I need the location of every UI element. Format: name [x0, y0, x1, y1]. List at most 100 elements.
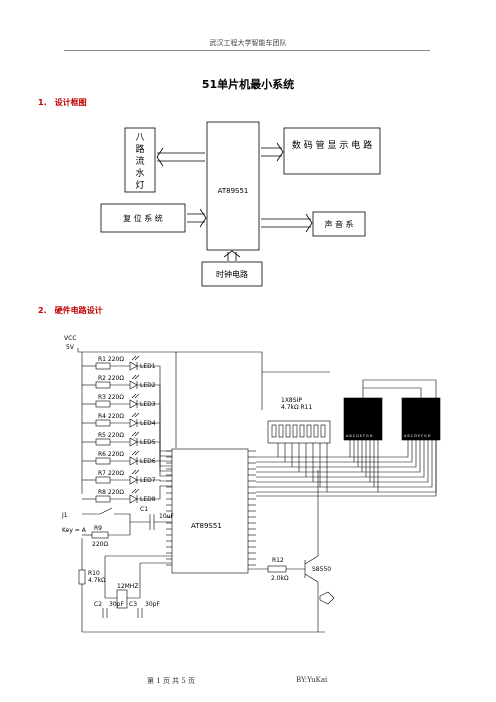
r10-value: 4.7kΩ: [88, 577, 106, 584]
r10-resistor: [78, 569, 86, 585]
data-bus-line-2: [374, 440, 433, 488]
led-diode: [129, 418, 138, 428]
c2-capacitor: [102, 608, 108, 618]
led-label: LED6: [140, 458, 156, 465]
led-diode: [129, 456, 138, 466]
c1-label: C1: [140, 506, 148, 513]
led-diode: [129, 380, 138, 390]
mcu-chip: [171, 448, 249, 574]
section-title: 设计框图: [54, 98, 87, 107]
led-label: LED7: [140, 477, 156, 484]
data-bus-line-2: [378, 440, 437, 493]
led-to-mcu: [137, 403, 172, 462]
sound-block: [312, 211, 366, 237]
led-light-arrows: [131, 355, 140, 361]
c1-value: 10uF: [159, 513, 174, 520]
mcu-block: [206, 121, 260, 251]
led-diode: [129, 475, 138, 485]
reset-connector: [187, 213, 205, 223]
section-heading-hardware: 2. 硬件电路设计: [38, 305, 103, 316]
r12-resistor: [267, 565, 287, 573]
led-to-mcu: [137, 485, 172, 500]
sip-resistor: [292, 424, 298, 438]
led-diode: [129, 494, 138, 504]
transistor-label: S8550: [312, 566, 331, 573]
lights-label-5: 灯: [135, 180, 144, 191]
led-diode: [129, 437, 138, 447]
clock-arrowhead: [223, 250, 241, 258]
sound-connector: [261, 218, 311, 228]
sip-resistor: [278, 424, 284, 438]
resistor-label: R4 220Ω: [98, 413, 124, 420]
led-row-resistor: [95, 419, 111, 427]
led-light-arrows: [131, 393, 140, 399]
data-bus-line: [256, 440, 351, 458]
display-block: [283, 127, 381, 175]
data-bus-line: [256, 440, 375, 488]
led-row-resistor: [95, 400, 111, 408]
page-header: 武汉工程大学智能车团队: [209, 39, 287, 47]
led-row-resistor: [95, 457, 111, 465]
led-to-mcu: [137, 460, 172, 477]
data-bus-line: [256, 440, 379, 493]
r9-resistor: [91, 531, 109, 539]
led-row-resistor: [95, 495, 111, 503]
led-label: LED2: [140, 382, 156, 389]
data-bus-line-2: [370, 440, 429, 483]
sip-resistor: [320, 424, 326, 438]
data-bus-line-2: [362, 440, 421, 473]
led-light-arrows: [131, 450, 140, 456]
switch-key-label: Key = A: [62, 527, 87, 534]
clock-label: 时钟电路: [216, 269, 248, 279]
led-diode: [129, 399, 138, 409]
display-1-pins: A B C D E F G H: [346, 434, 373, 438]
led-to-mcu: [137, 441, 172, 472]
display-connector: [261, 147, 282, 157]
reset-block: [100, 203, 186, 233]
led-light-arrows: [131, 488, 140, 494]
footer-author: BY:YuKai: [296, 676, 328, 684]
sip-part-label: 1X8SIP: [281, 397, 302, 404]
c1-capacitor: [149, 514, 155, 530]
vcc-label: VCC: [64, 335, 76, 342]
section-number: 2.: [38, 306, 47, 315]
sound-label: 声 音 系: [324, 219, 353, 229]
resistor-label: R1 220Ω: [98, 356, 124, 363]
led-light-arrows: [131, 469, 140, 475]
data-bus-line: [256, 440, 371, 483]
vcc-rail: [77, 348, 177, 448]
lights-block: [124, 127, 156, 193]
led-label: LED4: [140, 420, 156, 427]
crystal-label: 12MHZ: [117, 583, 138, 590]
led-light-arrows: [131, 412, 140, 418]
data-bus-line: [256, 440, 359, 468]
resistor-label: R5 220Ω: [98, 432, 124, 439]
sip-resistor: [299, 424, 305, 438]
sip-resistor: [271, 424, 277, 438]
top-rail-right: [176, 351, 330, 373]
lights-label-4: 水: [135, 167, 144, 179]
sip-resistor: [313, 424, 319, 438]
document-title: 51单片机最小系统: [201, 78, 295, 91]
c2-label: C2: [94, 601, 102, 608]
section-heading-block-diagram: 1.设计框图: [38, 97, 87, 108]
vcc-value: 5V: [66, 344, 75, 351]
resistor-label: R7 220Ω: [98, 470, 124, 477]
resistor-label: R6 220Ω: [98, 451, 124, 458]
crystal-lead-2: [139, 562, 172, 598]
speaker: [319, 591, 335, 605]
led-row-resistor: [95, 362, 111, 370]
c3-value: 30pF: [145, 601, 160, 608]
switch-lead-right: [114, 513, 150, 523]
r12-label: R12: [272, 557, 284, 564]
switch-ref-label: J1: [61, 512, 68, 519]
led-light-arrows: [131, 431, 140, 437]
section-title: 硬件电路设计: [54, 306, 103, 315]
data-bus-line-2: [366, 440, 425, 478]
led-row-resistor: [95, 476, 111, 484]
s8550-transistor: [286, 555, 319, 583]
sip-resistor: [285, 424, 291, 438]
crystal-lead-1: [104, 555, 172, 598]
